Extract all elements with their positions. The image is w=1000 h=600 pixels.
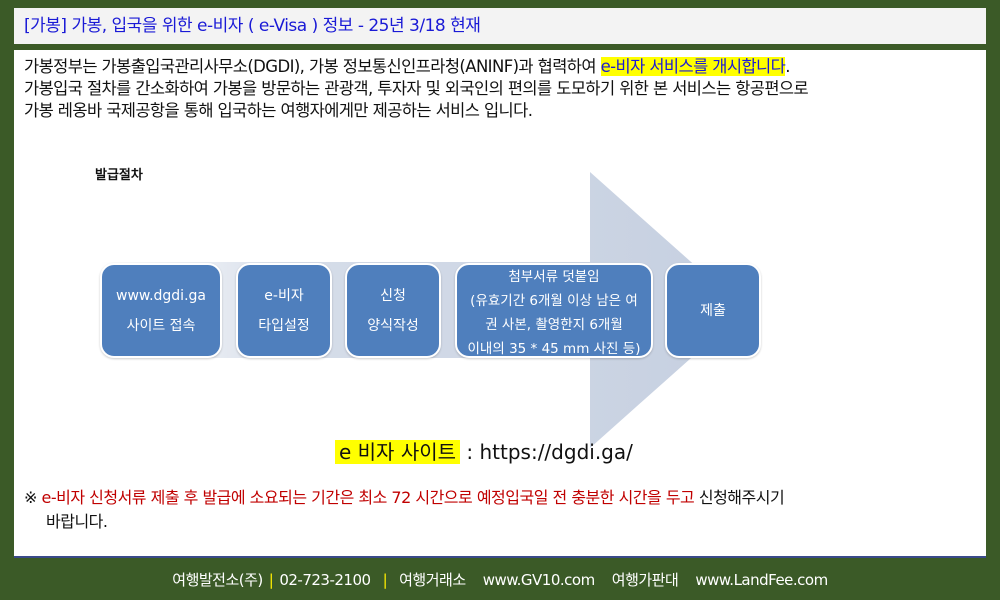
footer: 여행발전소(주)|02-723-2100|여행거래소 www.GV10.com … <box>172 571 828 589</box>
step-label: 사이트 접속 <box>126 317 196 334</box>
step-application-form: 신청 양식작성 <box>345 263 441 358</box>
step-label: 이내의 35 * 45 mm 사진 등) <box>467 341 641 357</box>
intro-highlight: e-비자 서비스를 개시합니다 <box>600 57 786 76</box>
intro-line2: 가봉입국 절차를 간소화하여 가봉을 방문하는 관광객, 투자자 및 외국인의 … <box>24 79 809 98</box>
notice-warning: e-비자 신청서류 제출 후 발급에 소요되는 기간은 최소 72 시간으로 예… <box>41 488 695 507</box>
step-label: e-비자 <box>264 287 304 304</box>
step-attach-documents: 첨부서류 덧붙임 (유효기간 6개월 이상 남은 여 권 사본, 촬영한지 6개… <box>455 263 653 358</box>
step-label: 제출 <box>700 302 726 319</box>
notice: ※ e-비자 신청서류 제출 후 발급에 소요되는 기간은 최소 72 시간으로… <box>24 486 785 534</box>
footer-site1-link[interactable]: www.GV10.com <box>482 571 595 589</box>
step-label: 타입설정 <box>258 317 310 334</box>
page-title: [가봉] 가봉, 입국을 위한 e-비자 ( e-Visa ) 정보 - 25년… <box>14 8 986 44</box>
intro-line1-end: . <box>785 57 790 76</box>
step-label: 신청 <box>380 287 406 304</box>
visa-site: e 비자 사이트 : https://dgdi.ga/ <box>335 436 633 465</box>
intro-line3: 가봉 레옹바 국제공항을 통해 입국하는 여행자에게만 제공하는 서비스 입니다… <box>24 101 533 120</box>
visa-site-label: e 비자 사이트 <box>335 440 461 464</box>
step-label: 양식작성 <box>367 317 419 334</box>
content-panel: 가봉정부는 가봉출입국관리사무소(DGDI), 가봉 정보통신인프라청(ANIN… <box>14 50 986 558</box>
intro-text: 가봉정부는 가봉출입국관리사무소(DGDI), 가봉 정보통신인프라청(ANIN… <box>24 56 809 122</box>
step-site-access: www.dgdi.ga 사이트 접속 <box>100 263 222 358</box>
notice-text-2: 바랍니다. <box>46 512 108 531</box>
step-label: (유효기간 6개월 이상 남은 여 <box>470 293 638 309</box>
separator: : <box>460 440 480 464</box>
footer-site2-label: 여행가판대 <box>611 571 679 589</box>
notice-text: 신청해주시기 <box>694 488 785 507</box>
footer-site1-label: 여행거래소 <box>399 571 466 589</box>
visa-site-link[interactable]: https://dgdi.ga/ <box>479 440 633 464</box>
step-label: www.dgdi.ga <box>116 287 206 304</box>
footer-company: 여행발전소(주) <box>172 571 263 589</box>
step-label: 권 사본, 촬영한지 6개월 <box>485 317 623 333</box>
intro-line1: 가봉정부는 가봉출입국관리사무소(DGDI), 가봉 정보통신인프라청(ANIN… <box>24 57 601 76</box>
step-visa-type: e-비자 타입설정 <box>236 263 332 358</box>
reference-mark-icon: ※ <box>24 488 42 507</box>
footer-phone: 02-723-2100 <box>279 571 371 589</box>
step-submit: 제출 <box>665 263 761 358</box>
step-label: 첨부서류 덧붙임 <box>508 269 600 285</box>
footer-site2-link[interactable]: www.LandFee.com <box>695 571 828 589</box>
process-heading: 발급절차 <box>95 168 143 183</box>
